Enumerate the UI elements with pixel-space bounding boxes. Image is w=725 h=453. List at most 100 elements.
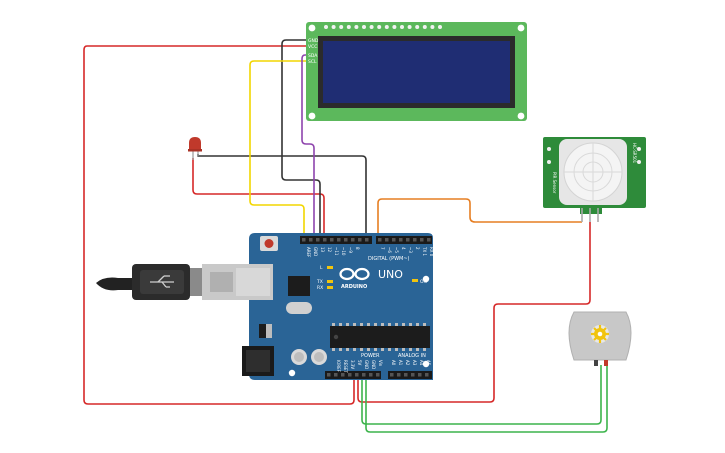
- power-pin-hole[interactable]: [362, 373, 366, 377]
- power-jack-inner: [246, 350, 270, 372]
- chip-leg: [346, 348, 349, 351]
- digital-pin-hole[interactable]: [344, 238, 348, 242]
- power-pin-label: Vin: [378, 360, 383, 367]
- lcd-header-pin: [438, 25, 442, 29]
- digital-pin-hole[interactable]: [385, 238, 389, 242]
- power-pin-hole[interactable]: [376, 373, 380, 377]
- led-tx-indicator: [327, 280, 333, 283]
- digital-pin-label: 12: [327, 247, 332, 253]
- led-rx-indicator: [327, 286, 333, 289]
- lcd-mount-hole-br: [517, 112, 525, 120]
- dc-motor[interactable]: [568, 311, 632, 366]
- chip-leg: [381, 323, 384, 326]
- usb-interface-chip: [288, 276, 310, 296]
- analog-pin-label: A4: [419, 360, 424, 366]
- digital-pin-hole[interactable]: [316, 238, 320, 242]
- power-pin-hole[interactable]: [341, 373, 345, 377]
- analog-pin-hole[interactable]: [425, 373, 429, 377]
- chip-leg: [416, 348, 419, 351]
- digital-pin-hole[interactable]: [309, 238, 313, 242]
- digital-pin-label: ~3: [408, 247, 413, 253]
- pir-side-label-right: HC-SR501: [632, 143, 637, 164]
- label-tx: TX: [316, 279, 323, 285]
- wires: [83, 39, 608, 433]
- power-pin-label: 3.3V: [350, 360, 355, 369]
- lcd-header-pin: [377, 25, 382, 29]
- arduino-uno-board[interactable]: L TX RX ON ARDUINO UNO DIGITAL (PWM~) PO…: [233, 233, 434, 380]
- led-on-indicator: [412, 279, 418, 282]
- digital-pin-hole[interactable]: [351, 238, 355, 242]
- digital-pin-label: RX 0: [429, 247, 434, 257]
- analog-pin-hole[interactable]: [404, 373, 408, 377]
- digital-pin-hole[interactable]: [365, 238, 369, 242]
- chip-leg: [346, 323, 349, 326]
- digital-pin-hole[interactable]: [413, 238, 417, 242]
- chip-leg: [339, 348, 342, 351]
- pir-mount-hole-1: [547, 147, 551, 151]
- digital-header-left: [300, 236, 372, 244]
- lcd-header-pin: [422, 25, 427, 29]
- digital-pin-label: 7: [380, 247, 385, 250]
- analog-pin-hole[interactable]: [390, 373, 394, 377]
- analog-pin-hole[interactable]: [418, 373, 422, 377]
- pir-dome-facets: [564, 143, 622, 201]
- lcd-header-pin: [415, 25, 420, 29]
- chip-leg: [423, 348, 426, 351]
- wire-red-pir: [357, 222, 591, 403]
- power-pin-hole[interactable]: [369, 373, 373, 377]
- chip-leg: [409, 348, 412, 351]
- capacitor-2-top: [314, 352, 324, 362]
- board-mount-hole-1: [422, 275, 430, 283]
- digital-pin-hole[interactable]: [378, 238, 382, 242]
- analog-pin-hole[interactable]: [411, 373, 415, 377]
- chip-leg: [409, 323, 412, 326]
- lcd-display[interactable]: GND VCC SDA SCL: [306, 22, 527, 121]
- atmega-chip: [330, 326, 430, 348]
- digital-pin-hole[interactable]: [323, 238, 327, 242]
- chip-leg: [360, 348, 363, 351]
- pir-motion-sensor[interactable]: PIR Sensor HC-SR501: [543, 137, 646, 222]
- digital-pin-hole[interactable]: [406, 238, 410, 242]
- chip-leg: [395, 348, 398, 351]
- digital-pin-label: ~5: [394, 247, 399, 253]
- chip-leg: [332, 323, 335, 326]
- lcd-pin-label-vcc: VCC: [308, 44, 317, 50]
- lcd-pin-label-scl: SCL: [308, 59, 317, 65]
- power-pin-hole[interactable]: [327, 373, 331, 377]
- power-pin-hole[interactable]: [348, 373, 352, 377]
- chip-leg: [402, 323, 405, 326]
- chip-leg: [353, 348, 356, 351]
- lcd-pin-label-sda: SDA: [308, 53, 318, 59]
- digital-header-right: [376, 236, 432, 244]
- digital-pin-hole[interactable]: [399, 238, 403, 242]
- digital-pin-hole[interactable]: [427, 238, 431, 242]
- chip-leg: [381, 348, 384, 351]
- reset-button-cap[interactable]: [264, 239, 274, 248]
- digital-pin-hole[interactable]: [392, 238, 396, 242]
- chip-notch: [333, 334, 339, 340]
- digital-pin-hole[interactable]: [337, 238, 341, 242]
- digital-pin-label: 4: [401, 247, 406, 250]
- usb-plug-metal: [190, 268, 202, 296]
- chip-leg: [353, 323, 356, 326]
- wire-red-led: [192, 158, 325, 238]
- digital-pin-label: 13: [320, 247, 325, 253]
- lcd-header-pin: [384, 25, 389, 29]
- wire-green-motor-1: [361, 365, 602, 425]
- power-pin-hole[interactable]: [355, 373, 359, 377]
- red-led[interactable]: [188, 137, 202, 160]
- digital-pin-hole[interactable]: [302, 238, 306, 242]
- lcd-screen: [323, 41, 510, 103]
- digital-pin-hole[interactable]: [358, 238, 362, 242]
- usb-cable: [96, 264, 254, 300]
- digital-pin-label: ~9: [348, 247, 353, 253]
- digital-pin-label: 8: [355, 247, 360, 250]
- power-pin-hole[interactable]: [334, 373, 338, 377]
- chip-leg: [374, 323, 377, 326]
- analog-pin-hole[interactable]: [397, 373, 401, 377]
- chip-leg: [423, 323, 426, 326]
- lcd-pin-label-gnd: GND: [308, 38, 319, 44]
- digital-pin-hole[interactable]: [420, 238, 424, 242]
- digital-pin-hole[interactable]: [330, 238, 334, 242]
